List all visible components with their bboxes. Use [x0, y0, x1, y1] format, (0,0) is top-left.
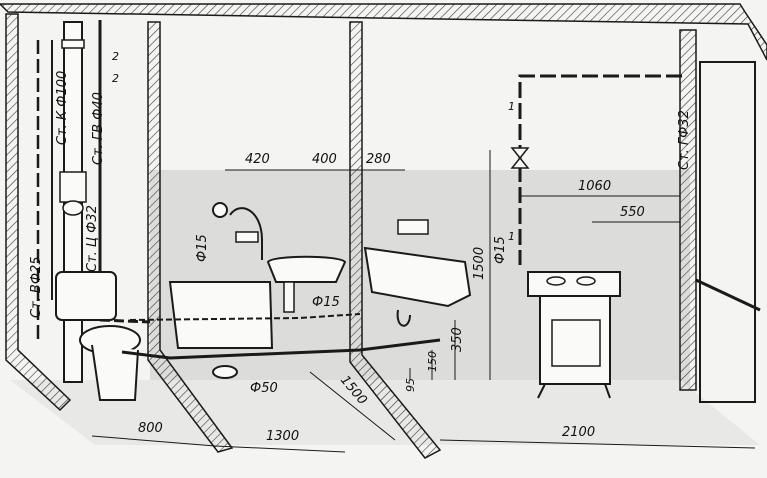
- dim-150: 150: [426, 351, 439, 372]
- label-sewer-riser: Ст. К Ф100: [55, 71, 70, 145]
- riser-socket: [61, 39, 85, 49]
- label-hot-water-riser: Ст. ГВ Ф40: [91, 92, 106, 165]
- dim-350: 350: [450, 327, 465, 352]
- gas-valve: [510, 147, 530, 169]
- mark-2-bottom: 2: [112, 72, 119, 85]
- toilet-bowl: [91, 344, 139, 401]
- dim-280: 280: [366, 152, 391, 167]
- floor-trap: [212, 365, 238, 379]
- dim-1500: 1500: [472, 247, 487, 280]
- right-wall: [679, 29, 697, 391]
- shower-hose: [229, 207, 263, 260]
- mark-2-top: 2: [112, 50, 119, 63]
- window-sill: [695, 278, 761, 312]
- riser-cleanout: [59, 171, 87, 203]
- left-wall: [5, 13, 72, 412]
- drain-pipe: [121, 338, 441, 360]
- burner-2: [576, 276, 596, 286]
- dimension-lines: [91, 150, 756, 453]
- stove-top: [527, 271, 621, 297]
- shower-head: [212, 202, 228, 218]
- dim-400: 400: [312, 152, 337, 167]
- stove-leg-right: [604, 383, 611, 399]
- diameter-drain: Ф50: [250, 381, 278, 396]
- dim-2100: 2100: [562, 425, 595, 440]
- kitchen-sink: [363, 246, 472, 308]
- sink-trap: [396, 309, 411, 327]
- stove-leg-left: [537, 383, 546, 399]
- dim-550: 550: [620, 205, 645, 220]
- oven-door: [551, 319, 601, 367]
- diameter-bath: Ф15: [195, 234, 210, 262]
- basin-trap: [283, 281, 295, 313]
- bathtub: [168, 281, 274, 349]
- diameter-gas: Ф15: [493, 236, 508, 264]
- mark-1-bottom: 1: [508, 230, 515, 243]
- partition-wall-1: [147, 21, 234, 453]
- label-gas-riser: Ст. ГФ32: [677, 110, 692, 170]
- window: [699, 61, 756, 403]
- diameter-sink: Ф15: [312, 295, 340, 310]
- burner-1: [546, 276, 566, 286]
- riser-valve: [62, 200, 84, 216]
- mark-1-top: 1: [508, 100, 515, 113]
- bath-mixer: [235, 231, 259, 243]
- floor: [10, 380, 760, 445]
- label-circulation-riser: Ст. Ц Ф32: [85, 205, 100, 272]
- gas-pipe: [518, 74, 682, 265]
- dim-95: 95: [404, 378, 417, 392]
- partition-wall-2: [349, 21, 442, 459]
- washbasin: [266, 255, 347, 283]
- dim-1060: 1060: [578, 179, 611, 194]
- top-wall: [0, 3, 767, 61]
- label-cold-water-riser: Ст. ВФ25: [29, 256, 44, 318]
- dim-1300: 1300: [266, 429, 299, 444]
- dim-800: 800: [138, 421, 163, 436]
- toilet-tank: [55, 271, 117, 321]
- supply-line: [129, 313, 361, 321]
- dim-420: 420: [245, 152, 270, 167]
- sink-mixer: [397, 219, 429, 235]
